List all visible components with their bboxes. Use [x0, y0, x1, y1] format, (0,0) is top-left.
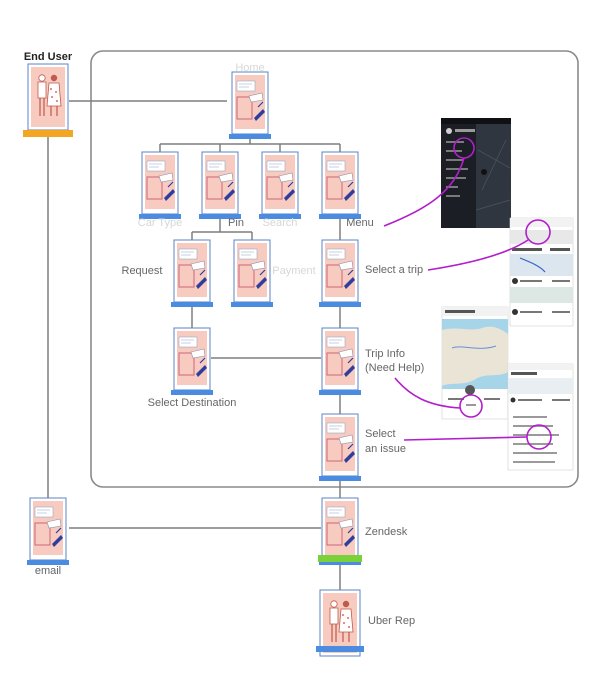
- app-frame: [90, 50, 579, 488]
- callouts: [383, 137, 552, 450]
- menu-node: Menu: [318, 151, 374, 229]
- end-user-node: End User: [23, 51, 73, 137]
- car-type-label: Car Type: [138, 217, 182, 229]
- uber-rep-node: Uber Rep: [316, 589, 415, 657]
- select-issue-label-1: Select: [365, 428, 396, 440]
- menu-screenshot: [441, 118, 511, 228]
- request-node: Request: [122, 239, 214, 308]
- zendesk-label: Zendesk: [365, 526, 408, 538]
- home-label: Home: [235, 62, 264, 74]
- car-type-node: Car Type: [138, 151, 182, 229]
- trip-info-node: Trip Info (Need Help): [318, 327, 424, 396]
- select-issue-label-2: an issue: [365, 443, 406, 455]
- menu-label: Menu: [346, 217, 374, 229]
- select-a-trip-node: Select a trip: [318, 239, 423, 308]
- select-destination-label: Select Destination: [148, 397, 237, 409]
- end-user-label: End User: [24, 51, 73, 63]
- pin-label: Pin: [228, 217, 244, 229]
- connectors: [47, 100, 341, 590]
- home-node: Home: [228, 62, 272, 140]
- select-destination-node: Select Destination: [148, 327, 237, 409]
- select-issue-screenshot: [507, 363, 574, 471]
- trip-info-label-2: (Need Help): [365, 362, 424, 374]
- search-label: Search: [263, 217, 298, 229]
- select-a-trip-label: Select a trip: [365, 264, 423, 276]
- pin-node: Pin: [198, 151, 244, 229]
- trip-list-screenshot: [509, 217, 574, 327]
- request-label: Request: [122, 265, 163, 277]
- email-node: email: [26, 497, 70, 577]
- trip-info-screenshot: [441, 306, 509, 420]
- payment-node: Payment: [230, 239, 316, 308]
- uber-rep-label: Uber Rep: [368, 615, 415, 627]
- payment-label: Payment: [272, 265, 315, 277]
- select-issue-node: Select an issue: [318, 413, 406, 482]
- zendesk-node: Zendesk: [318, 497, 408, 566]
- trip-info-label-1: Trip Info: [365, 348, 405, 360]
- email-label: email: [35, 565, 61, 577]
- search-node: Search: [258, 151, 302, 229]
